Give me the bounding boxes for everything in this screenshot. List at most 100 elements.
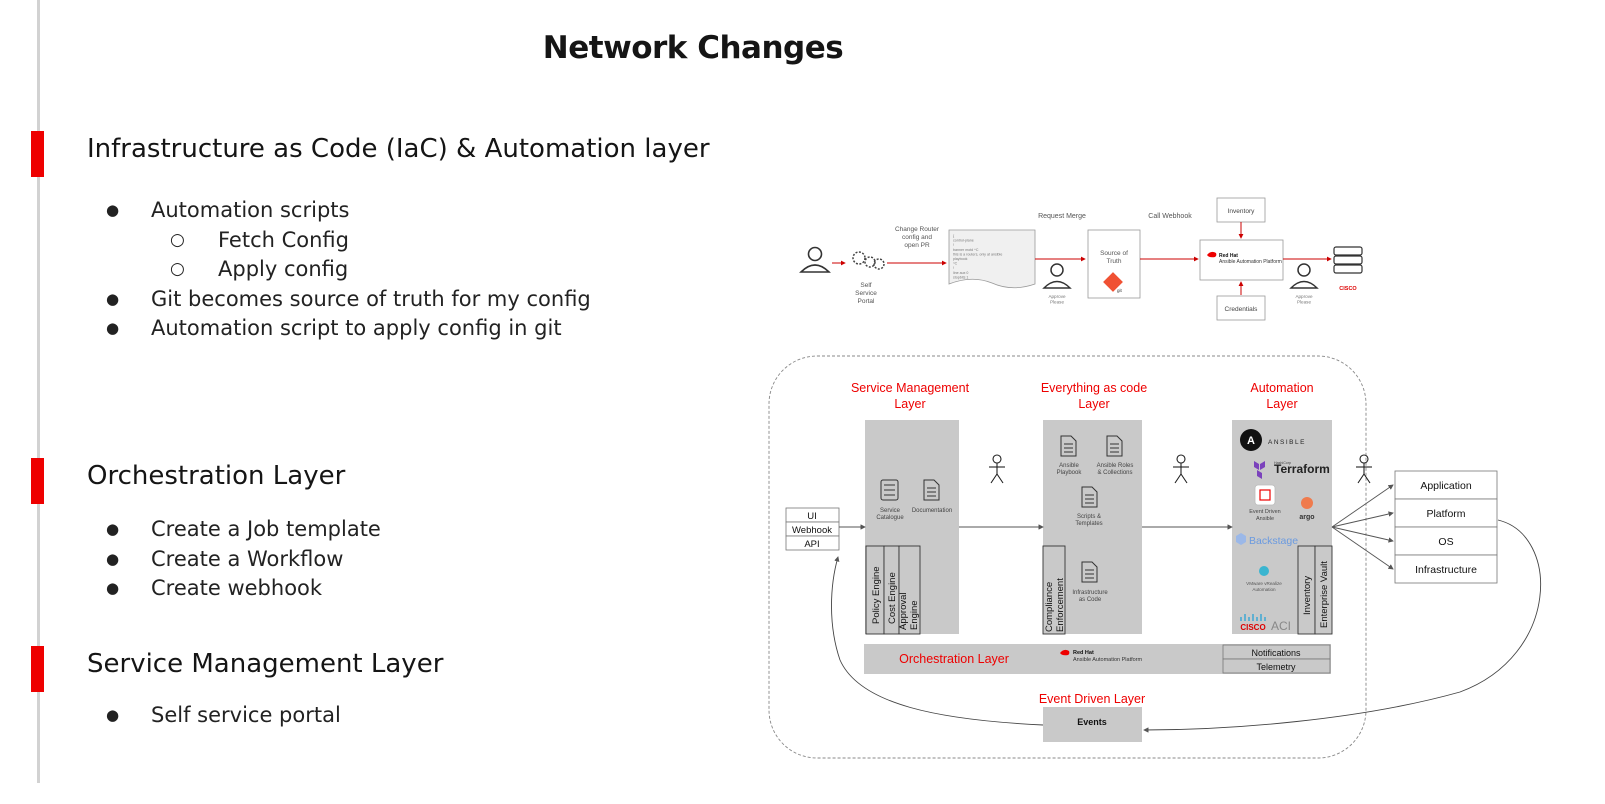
roles-label: Ansible Roles& Collections [1097,463,1134,476]
section-marker [31,131,44,177]
person-icon [1173,454,1189,484]
target-application: Application [1420,480,1472,492]
list-item: Automation script to apply config in git [101,314,591,344]
cost-engine: Cost Engine [887,572,898,624]
inventory-col: Inventory [1302,576,1313,615]
list-item: Fetch Config [101,226,591,256]
cisco-icon [1240,614,1266,621]
approval-engine: ApprovalEngine [898,593,920,631]
redhat-icon [1207,251,1217,258]
svg-text:A: A [1247,435,1255,447]
input-webhook: Webhook [792,525,832,536]
credentials-box [1216,295,1266,321]
code-line: ! [953,243,954,247]
list-item: Create a Workflow [101,545,381,575]
aap-brand: Red Hat [1219,253,1238,259]
list-item: Git becomes source of truth for my confi… [101,285,591,315]
page-title: Network Changes [542,30,844,66]
documentation-label: Documentation [912,508,952,514]
redhat-icon [1060,649,1070,656]
approver-icon [1042,263,1072,289]
argo-icon [1301,497,1313,509]
person-icon [989,454,1005,484]
terraform-label: Terraform [1274,462,1330,476]
list-item: Self service portal [101,701,341,731]
rh-brand: Red Hat [1073,650,1094,656]
telemetry-loop [1143,519,1542,733]
document-icon [1081,486,1098,508]
diagram-boundary [768,355,1367,759]
target-os: OS [1438,536,1453,548]
section-marker [31,458,44,504]
target-platform: Platform [1426,508,1465,520]
backstage-label: Backstage [1249,535,1298,547]
policy-engine: Policy Engine [871,566,882,624]
list-item: Automation scripts [101,196,591,226]
left-rail [37,0,40,783]
code-line: ! [953,266,954,270]
cisco-logo: CISCO [1339,286,1357,292]
gears-icon [852,251,885,270]
code-line: stopbits 1 [953,275,968,279]
input-api: API [804,539,819,550]
document-icon [923,479,940,501]
input-stack: UI Webhook API [785,507,840,551]
git-label: git [1117,288,1123,293]
section-heading: Infrastructure as Code (IaC) & Automatio… [87,134,710,164]
compliance-label: ComplianceEnforcement [1044,578,1066,632]
list-item: Create webhook [101,574,381,604]
aap-box [1199,239,1284,281]
telemetry-label: Telemetry [1256,662,1296,672]
events-label: Events [1077,717,1107,727]
backstage-icon [1236,533,1246,545]
aap-name: Ansible Automation Platform [1219,259,1282,265]
section-heading: Orchestration Layer [87,461,346,491]
iac-bullets: Automation scripts Fetch Config Apply co… [101,196,591,344]
notifications-label: Notifications [1251,648,1301,658]
git-icon [1103,272,1123,292]
document-icon [1081,561,1098,583]
list-item: Create a Job template [101,515,381,545]
events-box [1043,707,1142,742]
vault-col: Enterprise Vault [1319,561,1330,628]
argo-label: argo [1299,514,1314,521]
scripts-label: Scripts &Templates [1075,514,1102,527]
vmware-icon [1259,566,1269,576]
document-icon [1106,435,1123,457]
code-line: ^C [953,262,958,266]
catalogue-icon [880,479,899,501]
section-heading: Service Management Layer [87,649,444,679]
code-line: { [953,234,955,238]
code-line: this is a routers, only at ansible [953,252,1002,256]
code-line: playbook [953,257,968,261]
pr-document [948,229,1036,289]
fanout-arrows [1331,484,1394,570]
list-item: Apply config [101,255,591,285]
code-line: line aux 0 [953,271,968,275]
person-icon [1356,454,1372,484]
call-webhook-label: Call Webhook [1148,213,1192,220]
code-line: banner motd ^C [953,248,979,252]
input-ui: UI [807,511,817,522]
router-icon [1333,246,1363,274]
terraform-by: HashiCorp [1274,461,1291,465]
approver-icon [1289,263,1319,289]
target-stack: Application Platform OS Infrastructure [1394,470,1498,584]
eda-icon [1254,484,1276,506]
event-layer-title: Event Driven Layer [1039,692,1145,706]
section-marker [31,646,44,692]
